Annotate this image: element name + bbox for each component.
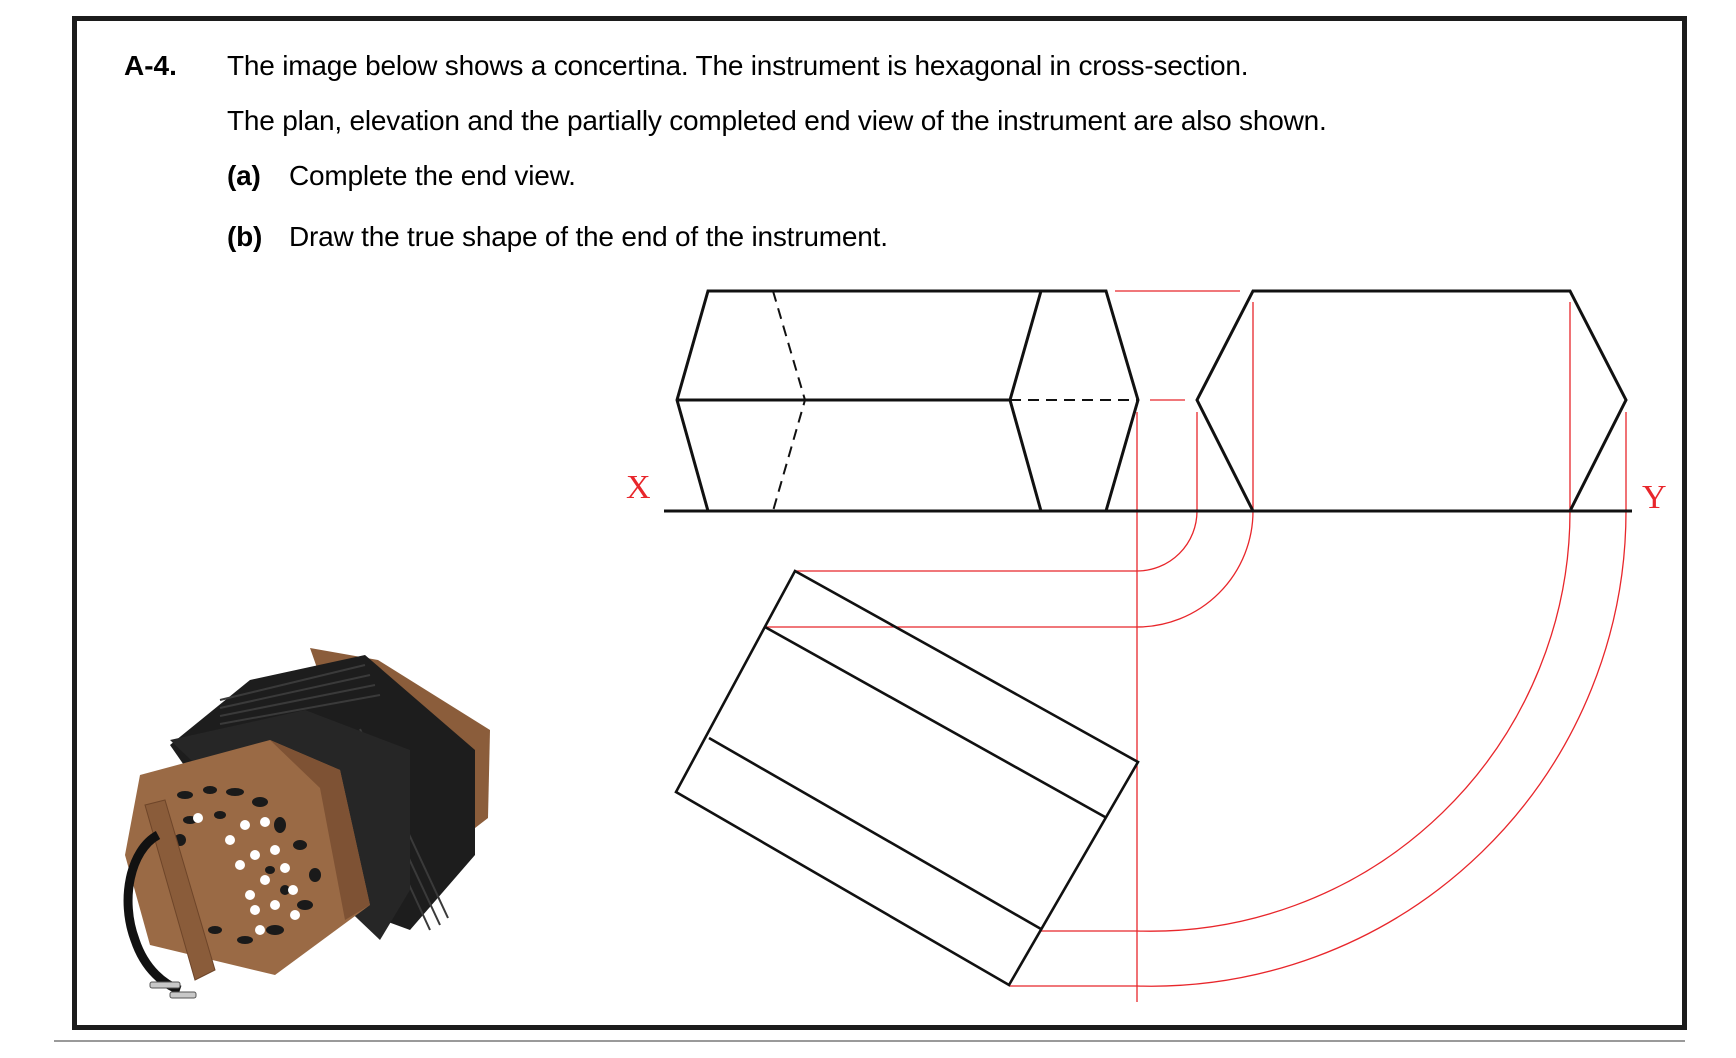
elevation-view [664, 289, 1632, 513]
hand-rest [144, 799, 216, 981]
question-line-2: The plan, elevation and the partially co… [227, 105, 1327, 136]
strap [123, 831, 182, 995]
plan-view [674, 569, 1140, 987]
page-divider [54, 1040, 1685, 1042]
x-label: X [626, 469, 651, 506]
buttons [193, 813, 300, 935]
part-b: (b) Draw the true shape of the end of the… [227, 221, 888, 253]
concertina-photo [123, 648, 490, 999]
part-a-label: (a) [227, 160, 261, 191]
part-b-text: Draw the true shape of the end of the in… [289, 221, 888, 252]
part-a: (a) Complete the end view. [227, 160, 576, 192]
construction-lines [765, 290, 1627, 1002]
question-line-1: The image below shows a concertina. The … [227, 50, 1249, 81]
buckle [149, 981, 197, 999]
part-a-text: Complete the end view. [289, 160, 576, 191]
part-b-label: (b) [227, 221, 263, 252]
y-label: Y [1642, 479, 1667, 516]
question-number: A-4. [124, 50, 177, 81]
end-view [1195, 289, 1628, 512]
hidden-lines [772, 290, 1138, 512]
question-frame [72, 16, 1687, 1030]
